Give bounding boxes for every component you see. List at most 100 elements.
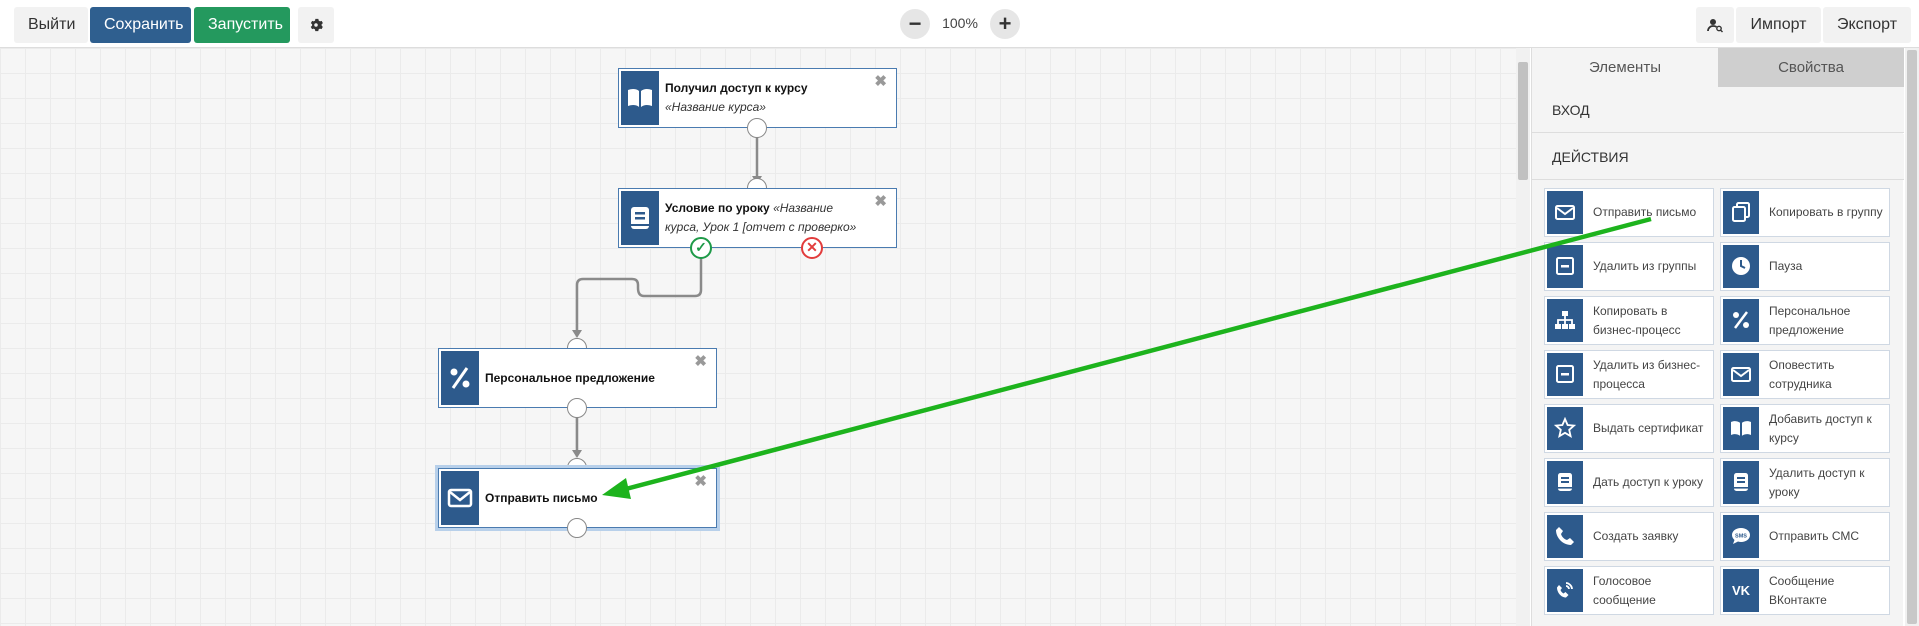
settings-button[interactable] xyxy=(298,7,334,43)
action-item[interactable]: Создать заявку xyxy=(1544,512,1714,561)
close-icon[interactable]: ✖ xyxy=(694,473,707,490)
elements-panel: Элементы Свойства ВХОД ДЕЙСТВИЯ Отправит… xyxy=(1531,48,1904,626)
item-icon-box xyxy=(1547,353,1583,396)
tab-properties[interactable]: Свойства xyxy=(1718,48,1904,87)
node-title: Получил доступ к курсу xyxy=(665,81,808,95)
phone-icon xyxy=(1556,527,1574,545)
node-icon-box xyxy=(441,471,479,525)
action-item-label: Сообщение ВКонтакте xyxy=(1769,573,1835,607)
item-icon-box xyxy=(1547,515,1583,558)
run-button[interactable]: Запустить xyxy=(194,7,290,43)
close-icon[interactable]: ✖ xyxy=(874,73,887,90)
action-item-label: Добавить доступ к курсу xyxy=(1769,411,1872,445)
import-button[interactable]: Импорт xyxy=(1736,7,1821,43)
node-icon-box xyxy=(621,191,659,245)
book-open-icon xyxy=(1731,421,1751,436)
section-actions[interactable]: ДЕЙСТВИЯ xyxy=(1532,134,1904,180)
node-lesson-condition[interactable]: Условие по уроку «Название курса, Урок 1… xyxy=(618,188,897,248)
action-item-label: Удалить из группы xyxy=(1593,259,1697,273)
node-text: Отправить письмо xyxy=(485,469,690,527)
exit-button[interactable]: Выйти xyxy=(14,7,88,43)
panel-scrollbar-thumb[interactable] xyxy=(1907,50,1917,624)
star-icon xyxy=(1554,417,1576,439)
item-icon-box xyxy=(1723,191,1759,234)
item-icon-box xyxy=(1547,299,1583,342)
node-text: Получил доступ к курсу «Название курса» xyxy=(665,69,870,127)
item-icon-box xyxy=(1723,299,1759,342)
action-item-label: Персональное предложение xyxy=(1769,303,1851,337)
node-title: Условие по уроку xyxy=(665,201,770,215)
action-item-label: Выдать сертификат xyxy=(1593,421,1704,435)
workflow-canvas[interactable]: Получил доступ к курсу «Название курса» … xyxy=(0,48,1530,626)
user-search-button[interactable] xyxy=(1696,7,1734,43)
svg-text:VK: VK xyxy=(1732,583,1751,598)
action-item[interactable]: Голосовое сообщение xyxy=(1544,566,1714,615)
canvas-scrollbar-thumb[interactable] xyxy=(1518,62,1528,180)
sms-icon: SMS xyxy=(1732,528,1750,544)
action-item[interactable]: VK Сообщение ВКонтакте xyxy=(1720,566,1890,615)
zoom-in-button[interactable]: + xyxy=(990,9,1020,39)
action-item[interactable]: Удалить из группы xyxy=(1544,242,1714,291)
hierarchy-icon xyxy=(1555,311,1575,329)
action-item[interactable]: Пауза xyxy=(1720,242,1890,291)
cross-port-icon[interactable]: ✕ xyxy=(801,237,823,259)
action-item[interactable]: Дать доступ к уроку xyxy=(1544,458,1714,507)
output-port[interactable] xyxy=(747,118,767,138)
action-item[interactable]: SMS Отправить СМС xyxy=(1720,512,1890,561)
item-icon-box xyxy=(1723,407,1759,450)
item-icon-box xyxy=(1723,245,1759,288)
item-icon-box xyxy=(1723,353,1759,396)
action-item-label: Оповестить сотрудника xyxy=(1769,357,1835,391)
envelope-icon xyxy=(1555,205,1575,220)
action-item[interactable]: Оповестить сотрудника xyxy=(1720,350,1890,399)
book-open-icon xyxy=(628,88,652,107)
item-icon-box xyxy=(1547,569,1583,612)
action-item-label: Копировать в бизнес-процесс xyxy=(1593,303,1681,337)
action-item[interactable]: Выдать сертификат xyxy=(1544,404,1714,453)
node-icon-box xyxy=(441,351,479,405)
percent-icon xyxy=(450,367,470,389)
action-item[interactable]: Удалить из бизнес-процесса xyxy=(1544,350,1714,399)
zoom-level: 100% xyxy=(942,15,978,31)
output-port[interactable] xyxy=(567,518,587,538)
section-entry[interactable]: ВХОД xyxy=(1532,87,1904,133)
node-detail: «Название курса» xyxy=(665,100,766,114)
check-port-icon[interactable]: ✓ xyxy=(690,237,712,259)
item-icon-box xyxy=(1547,407,1583,450)
book-icon xyxy=(1558,473,1572,491)
node-text: Персональное предложение xyxy=(485,349,690,407)
action-item[interactable]: Добавить доступ к курсу xyxy=(1720,404,1890,453)
close-icon[interactable]: ✖ xyxy=(694,353,707,370)
percent-icon xyxy=(1733,311,1749,329)
envelope-icon xyxy=(447,488,473,508)
action-item-label: Отправить СМС xyxy=(1769,529,1860,543)
svg-text:SMS: SMS xyxy=(1735,534,1747,540)
action-item-label: Копировать в группу xyxy=(1769,205,1883,219)
minus-box-icon xyxy=(1556,257,1574,275)
action-item[interactable]: Копировать в бизнес-процесс xyxy=(1544,296,1714,345)
item-icon-box: SMS xyxy=(1723,515,1759,558)
save-button[interactable]: Сохранить xyxy=(90,7,191,43)
action-item-label: Пауза xyxy=(1769,259,1803,273)
gear-icon xyxy=(310,18,323,32)
node-title: Персональное предложение xyxy=(485,370,655,385)
copy-icon xyxy=(1732,202,1750,222)
vk-icon: VK xyxy=(1732,583,1751,598)
action-item[interactable]: Копировать в группу xyxy=(1720,188,1890,237)
close-icon[interactable]: ✖ xyxy=(874,193,887,210)
export-button[interactable]: Экспорт xyxy=(1823,7,1911,43)
action-item-label: Удалить доступ к уроку xyxy=(1769,465,1865,499)
zoom-out-button[interactable]: − xyxy=(900,9,930,39)
action-item-label: Голосовое сообщение xyxy=(1593,573,1656,607)
clock-icon xyxy=(1732,257,1750,275)
book-icon xyxy=(1734,473,1748,491)
action-item[interactable]: Отправить письмо xyxy=(1544,188,1714,237)
output-port[interactable] xyxy=(567,398,587,418)
tab-elements[interactable]: Элементы xyxy=(1532,48,1718,87)
book-icon xyxy=(631,207,649,229)
action-item[interactable]: Удалить доступ к уроку xyxy=(1720,458,1890,507)
phone-volume-icon xyxy=(1557,582,1573,598)
action-item-label: Дать доступ к уроку xyxy=(1593,475,1703,489)
minus-box-icon xyxy=(1556,365,1574,383)
action-item[interactable]: Персональное предложение xyxy=(1720,296,1890,345)
